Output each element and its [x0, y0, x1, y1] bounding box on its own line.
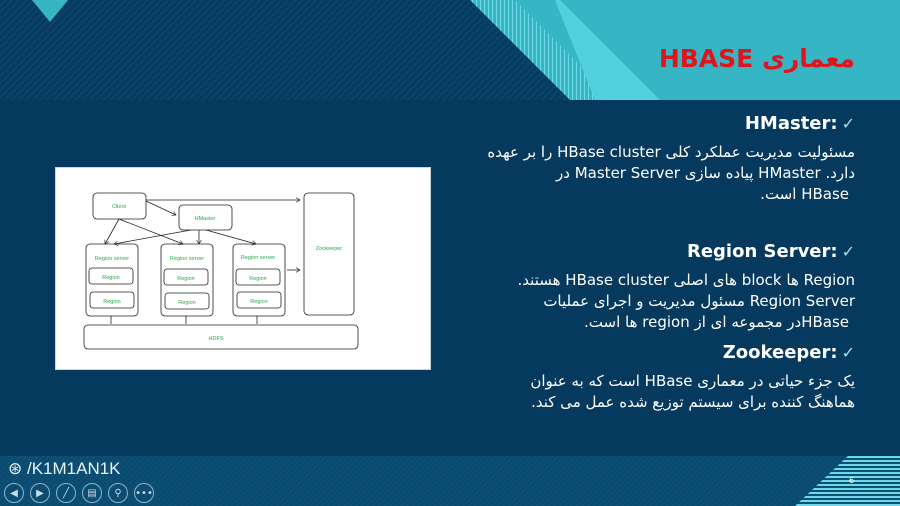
heading-text: :Region Server: [686, 241, 838, 262]
section-heading: ✓:Region Server: [518, 241, 855, 262]
check-icon: ✓: [841, 242, 855, 261]
arrow: [145, 200, 176, 215]
arrow: [114, 229, 192, 244]
text-line: دارد. HMaster پیاده سازی Master Server د…: [556, 164, 855, 182]
region-box: [164, 292, 210, 310]
heading-text: :HMaster: [744, 113, 838, 134]
text-line: هماهنگ کننده برای سیستم توزیع شده عمل می…: [531, 393, 855, 411]
zookeeper-box: [303, 192, 355, 316]
region-box: [236, 291, 282, 309]
section-hmaster: ✓:HMaster مسئولیت مدیریت عملکرد کلی HBas…: [487, 113, 855, 205]
slideshow-controls: ◀ ▶ ╱ ▤ ⚲ •••: [4, 483, 154, 503]
client-label: Client: [112, 204, 127, 210]
page-number: 6: [849, 476, 855, 485]
region-label: Region: [250, 299, 267, 305]
slide-title: معماری HBASE: [658, 44, 855, 73]
region-label: Region: [102, 275, 119, 281]
check-icon: ✓: [841, 114, 855, 133]
section-heading: ✓:Zookeeper: [530, 342, 855, 363]
region-box: [88, 267, 134, 285]
region-label: Region: [103, 299, 120, 305]
zookeeper-label: Zookeeper: [316, 246, 342, 252]
zoom-icon[interactable]: ⚲: [108, 483, 128, 503]
region-server-box: [160, 243, 214, 317]
slides-icon[interactable]: ▤: [82, 483, 102, 503]
region-server-label: Region server: [95, 256, 129, 262]
section-zookeeper: ✓:Zookeeper یک جزء حیاتی در معماری HBase…: [530, 342, 855, 413]
region-label: Region: [249, 276, 266, 282]
region-server-box: [232, 243, 286, 317]
film-reel-icon: ⊛: [8, 459, 23, 478]
more-icon[interactable]: •••: [134, 483, 154, 503]
check-icon: ✓: [841, 343, 855, 362]
region-box: [163, 268, 209, 286]
region-server-box: [85, 243, 139, 317]
brand-text: /K1M1AN1K: [26, 459, 121, 478]
hdfs-label: HDFS: [209, 336, 224, 342]
region-box: [235, 268, 281, 286]
region-server-label: Region server: [241, 255, 275, 261]
arrow: [118, 218, 183, 244]
region-label: Region: [177, 276, 194, 282]
region-server-label: Region server: [170, 256, 204, 262]
heading-text: :Zookeeper: [722, 342, 838, 363]
arrow: [205, 229, 256, 244]
text-line: HBase است.: [760, 185, 849, 203]
text-line: Region ها block های اصلی HBase cluster ه…: [517, 271, 855, 289]
hbase-architecture-diagram: Client HMaster Zookeeper Region server R…: [55, 167, 431, 370]
text-line: Region Server مسئول مدیریت و اجرای عملیا…: [543, 292, 855, 310]
arrow: [105, 218, 120, 244]
next-icon[interactable]: ▶: [30, 483, 50, 503]
hmaster-box: [178, 204, 233, 231]
text-line: مسئولیت مدیریت عملکرد کلی HBase cluster …: [487, 143, 855, 161]
pen-icon[interactable]: ╱: [56, 483, 76, 503]
section-region-server: ✓:Region Server Region ها block های اصلی…: [518, 241, 855, 333]
hmaster-label: HMaster: [195, 216, 216, 222]
brand-watermark: ⊛ /K1M1AN1K: [8, 459, 121, 479]
region-box: [89, 291, 135, 309]
section-heading: ✓:HMaster: [487, 113, 855, 134]
text-line: HBaseدر مجموعه ای از region ها است.: [584, 313, 849, 331]
hdfs-arrows: [110, 316, 258, 324]
previous-icon[interactable]: ◀: [4, 483, 24, 503]
region-label: Region: [178, 300, 195, 306]
corner-triangle: [32, 0, 68, 22]
hdfs-box: [83, 324, 359, 350]
text-line: یک جزء حیاتی در معماری HBase است که به ع…: [530, 372, 855, 390]
